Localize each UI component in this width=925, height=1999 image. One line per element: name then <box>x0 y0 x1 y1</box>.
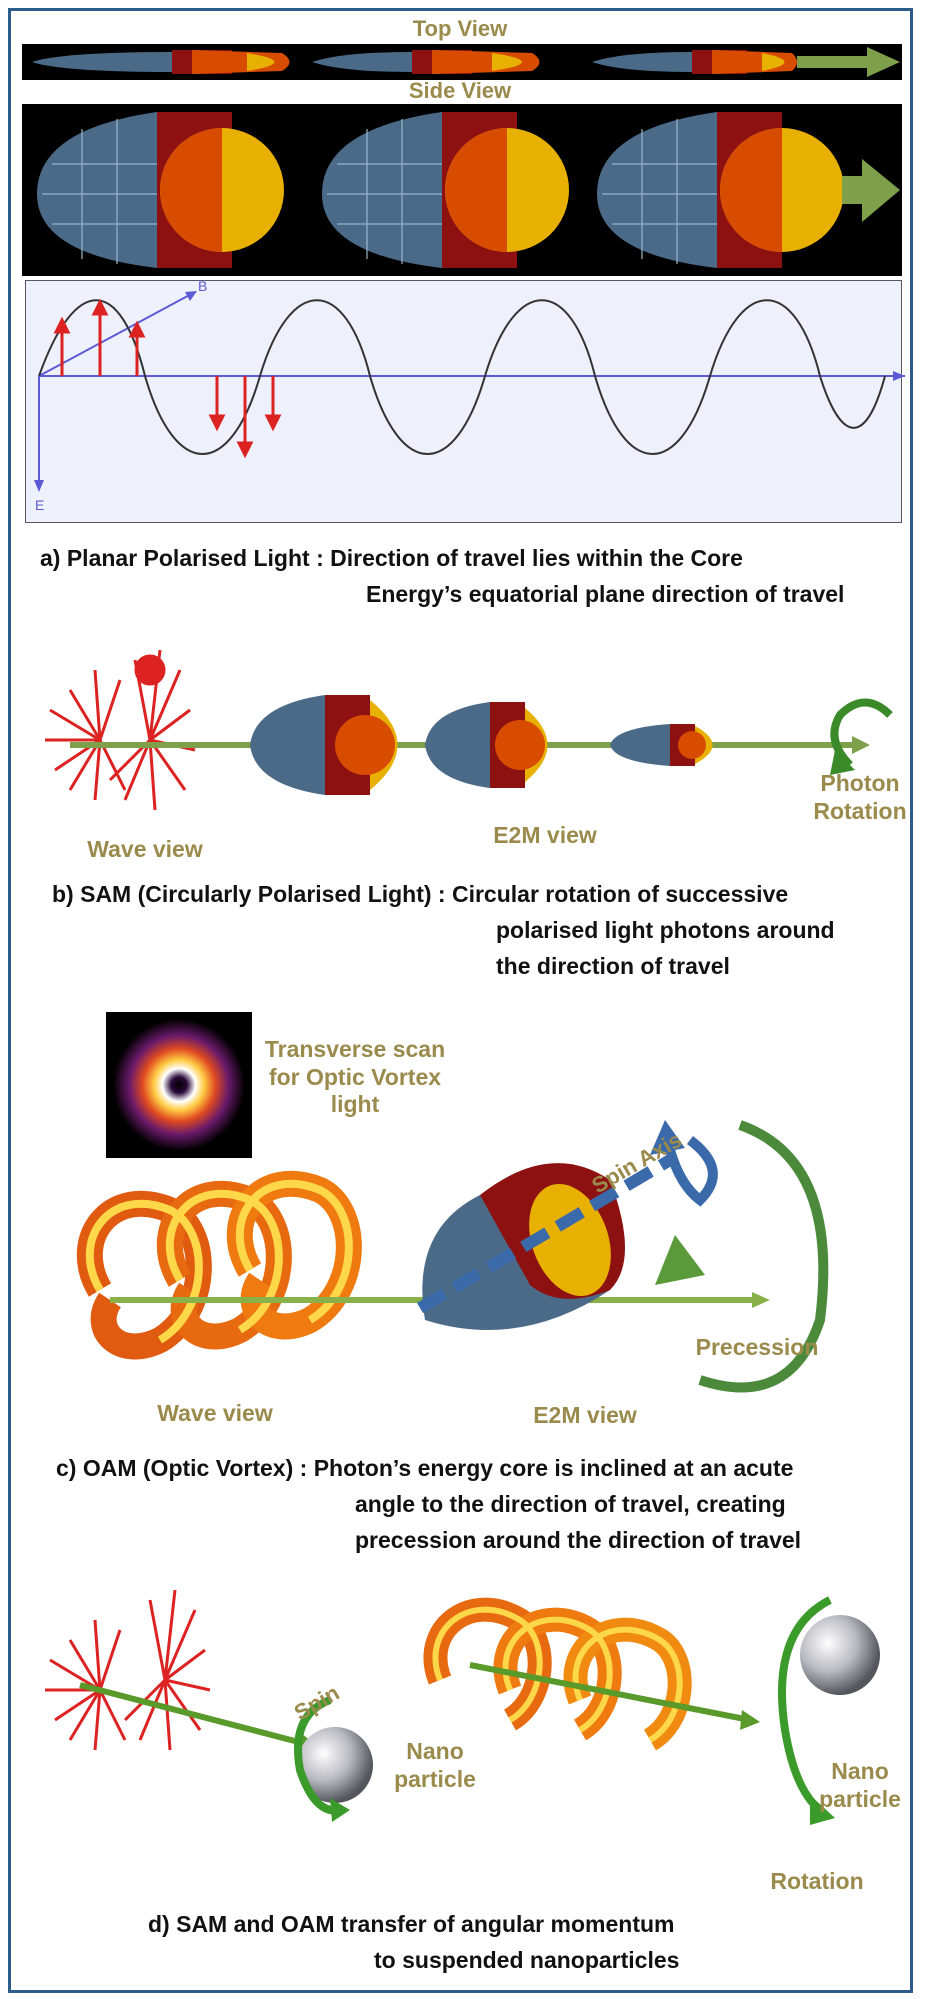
wave-view-label-c: Wave view <box>140 1400 290 1428</box>
e2m-view-label-c: E2M view <box>510 1402 660 1430</box>
caption-a-line1: a) Planar Polarised Light : Direction of… <box>40 540 743 576</box>
nano2-line2: particle <box>800 1786 920 1814</box>
nanoparticle-2 <box>800 1615 880 1695</box>
caption-a-line2: Energy’s equatorial plane direction of t… <box>366 576 844 612</box>
photon-rotation-label: Photon Rotation <box>805 770 915 825</box>
circular-wave-vectors <box>45 650 195 810</box>
nano2-line1: Nano <box>800 1758 920 1786</box>
caption-c-line3: precession around the direction of trave… <box>355 1522 801 1558</box>
nano1-line1: Nano <box>375 1738 495 1766</box>
axis-b-label: B <box>198 278 207 294</box>
caption-b-line3: the direction of travel <box>496 948 730 984</box>
planar-wave-diagram <box>25 280 902 523</box>
sam-wave-vectors <box>45 1590 210 1750</box>
nano1-line2: particle <box>375 1766 495 1794</box>
rotation-label: Rotation <box>752 1868 882 1896</box>
nano-particle-2-label: Nano particle <box>800 1758 920 1813</box>
precession-label: Precession <box>682 1334 832 1362</box>
vortex-wave-coils <box>90 1184 349 1347</box>
side-view-strip <box>22 104 902 276</box>
caption-b-line1: b) SAM (Circularly Polarised Light) : Ci… <box>52 876 788 912</box>
photon-rotation-line1: Photon <box>805 770 915 798</box>
caption-d-line2: to suspended nanoparticles <box>374 1942 679 1978</box>
photon-rotation-line2: Rotation <box>805 798 915 826</box>
top-view-label: Top View <box>380 16 540 42</box>
sam-transfer-axis <box>80 1685 310 1745</box>
sam-photon-2 <box>425 702 548 788</box>
side-view-label: Side View <box>380 78 540 104</box>
nanoparticle-diagram <box>40 1570 900 1860</box>
sam-photon-3 <box>610 724 713 766</box>
scan-line1: Transverse scan <box>245 1036 465 1064</box>
photon-rotation-arrow <box>834 703 890 766</box>
sam-photon-1 <box>250 695 398 795</box>
sam-diagram <box>40 650 910 840</box>
wave-view-label-b: Wave view <box>70 836 220 864</box>
caption-d-line1: d) SAM and OAM transfer of angular momen… <box>148 1906 674 1942</box>
oam-vortex-coils <box>435 1610 679 1740</box>
e2m-view-label-b: E2M view <box>470 822 620 850</box>
oam-diagram <box>50 1090 910 1420</box>
scan-line2: for Optic Vortex <box>245 1064 465 1092</box>
nano-particle-1-label: Nano particle <box>375 1738 495 1793</box>
axis-e-label: E <box>35 497 44 513</box>
caption-c-line1: c) OAM (Optic Vortex) : Photon’s energy … <box>56 1450 793 1486</box>
top-view-strip <box>22 44 902 80</box>
caption-b-line2: polarised light photons around <box>496 912 835 948</box>
caption-c-line2: angle to the direction of travel, creati… <box>355 1486 786 1522</box>
